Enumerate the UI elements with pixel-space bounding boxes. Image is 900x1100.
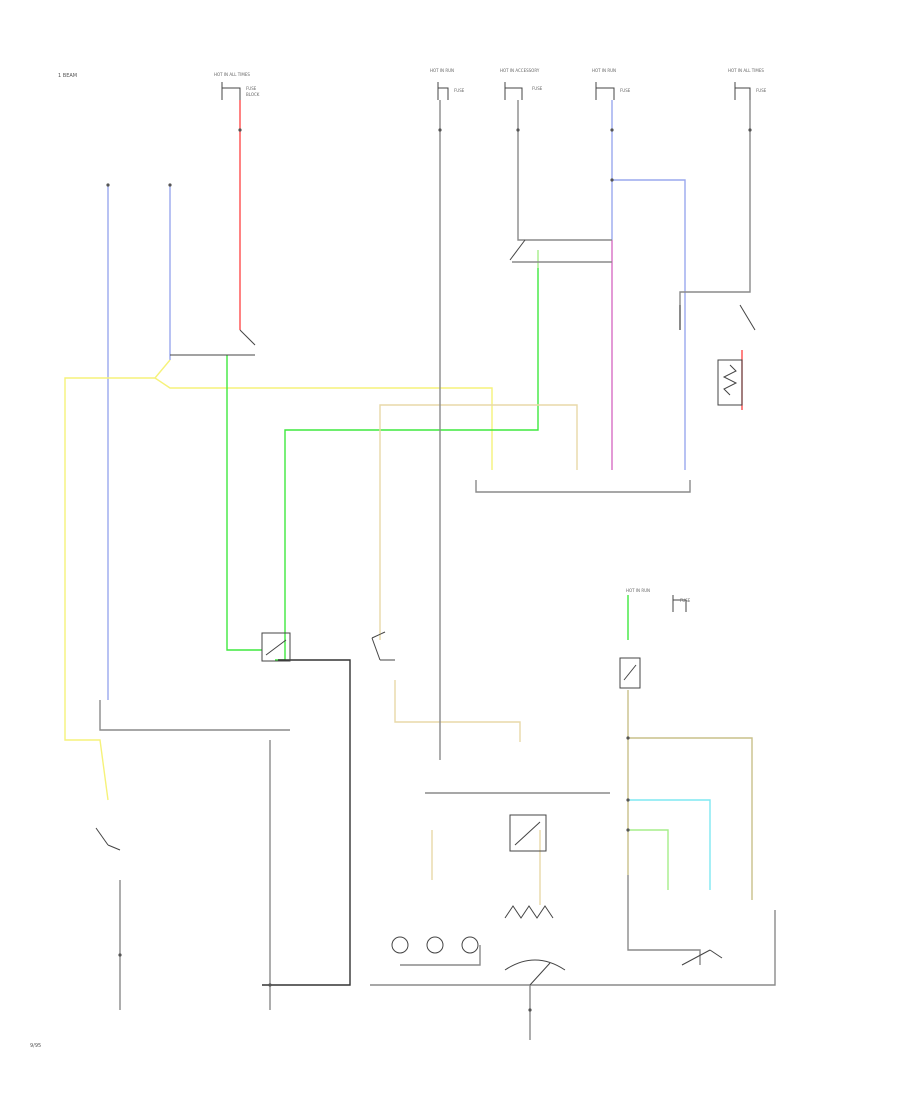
svg-text:FUSE: FUSE xyxy=(680,598,691,603)
fuse-block-2-label: HOT IN RUN xyxy=(430,68,454,73)
wire-cyan xyxy=(628,799,711,890)
relay-symbol-3 xyxy=(509,814,547,852)
wire-gray-4 xyxy=(679,100,751,330)
relay-symbol-1 xyxy=(261,632,291,662)
wire-gray-6 xyxy=(99,700,290,731)
switch-symbol-3 xyxy=(95,827,121,851)
wire-light-green-2 xyxy=(628,829,669,890)
svg-text:FUSE: FUSE xyxy=(532,86,543,91)
wire-tan-2 xyxy=(394,680,521,742)
fuse-block-1-label: HOT IN ALL TIMES xyxy=(214,72,250,77)
fuse-block-6-label: HOT IN RUN xyxy=(626,588,650,593)
wire-yellow-2 xyxy=(154,377,493,470)
wire-gray-5 xyxy=(475,480,691,493)
svg-text:FUSE: FUSE xyxy=(756,88,767,93)
wire-tan xyxy=(379,404,578,640)
fuse-block-2: HOT IN RUN FUSE xyxy=(430,68,465,100)
resistor-symbol xyxy=(504,905,554,919)
wire-blue-3 xyxy=(612,179,686,470)
relay-symbol-2 xyxy=(619,657,641,689)
wire-gray-10 xyxy=(370,910,776,986)
wire-dark-1 xyxy=(262,659,351,986)
wire-gray-12 xyxy=(400,945,481,966)
switch-symbol-1 xyxy=(371,631,395,661)
switch-symbol-4 xyxy=(509,239,526,261)
wire-olive-2 xyxy=(628,737,753,900)
solenoid-coil xyxy=(717,359,743,406)
svg-text:BLOCK: BLOCK xyxy=(246,92,260,97)
corner-label-bottom: 9/95 xyxy=(30,1043,41,1049)
wire-yellow xyxy=(64,359,171,801)
fuse-block-1: HOT IN ALL TIMES FUSE BLOCK xyxy=(214,72,260,100)
wire-gray-11 xyxy=(627,875,701,965)
svg-text:FUSE: FUSE xyxy=(246,86,257,91)
svg-text:FUSE: FUSE xyxy=(454,88,465,93)
fuse-block-6: HOT IN RUN FUSE xyxy=(626,588,691,612)
wire-gray-2 xyxy=(517,100,612,241)
fuse-block-4: HOT IN RUN FUSE xyxy=(592,68,631,100)
fuse-block-5-label: HOT IN ALL TIMES xyxy=(728,68,764,73)
svg-text:FUSE: FUSE xyxy=(620,88,631,93)
wire-green-2 xyxy=(275,268,539,661)
switch-symbol-6 xyxy=(681,949,723,966)
fuse-block-5: HOT IN ALL TIMES FUSE xyxy=(728,68,767,100)
fuse-block-3-label: HOT IN ACCESSORY xyxy=(500,68,540,73)
fuse-block-3: HOT IN ACCESSORY FUSE xyxy=(500,68,543,100)
fuse-block-4-label: HOT IN RUN xyxy=(592,68,616,73)
corner-label-top: 1 BEAM xyxy=(58,73,77,79)
rotary-switch xyxy=(504,959,566,986)
connection-dots xyxy=(106,128,752,1012)
switch-symbol-5 xyxy=(679,304,756,331)
blower-motor-gauges xyxy=(391,936,479,954)
switch-symbol-2 xyxy=(170,329,256,356)
wire-green xyxy=(226,355,262,651)
